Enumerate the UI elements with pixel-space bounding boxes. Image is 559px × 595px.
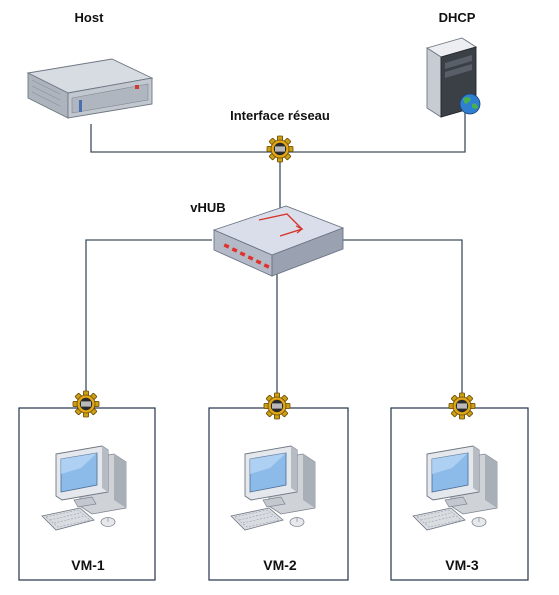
rack-server-icon	[26, 58, 154, 119]
wire-vhub-vm3	[342, 239, 463, 402]
vhub-label: vHUB	[190, 200, 225, 215]
host-label: Host	[75, 10, 105, 25]
network-hub-icon	[212, 205, 345, 277]
vm-1-gear-icon	[72, 390, 100, 418]
wire-vhub-vm1	[85, 239, 212, 400]
vm-3-gear-icon	[448, 392, 476, 420]
vm-3-label: VM-3	[445, 557, 479, 573]
gear-icon	[266, 135, 294, 163]
vm-2-label: VM-2	[263, 557, 297, 573]
dhcp-label: DHCP	[439, 10, 476, 25]
vm-2-gear-icon	[263, 392, 291, 420]
tower-server-globe-icon	[425, 37, 481, 118]
vm-1-label: VM-1	[71, 557, 105, 573]
interface-label: Interface réseau	[230, 108, 330, 123]
